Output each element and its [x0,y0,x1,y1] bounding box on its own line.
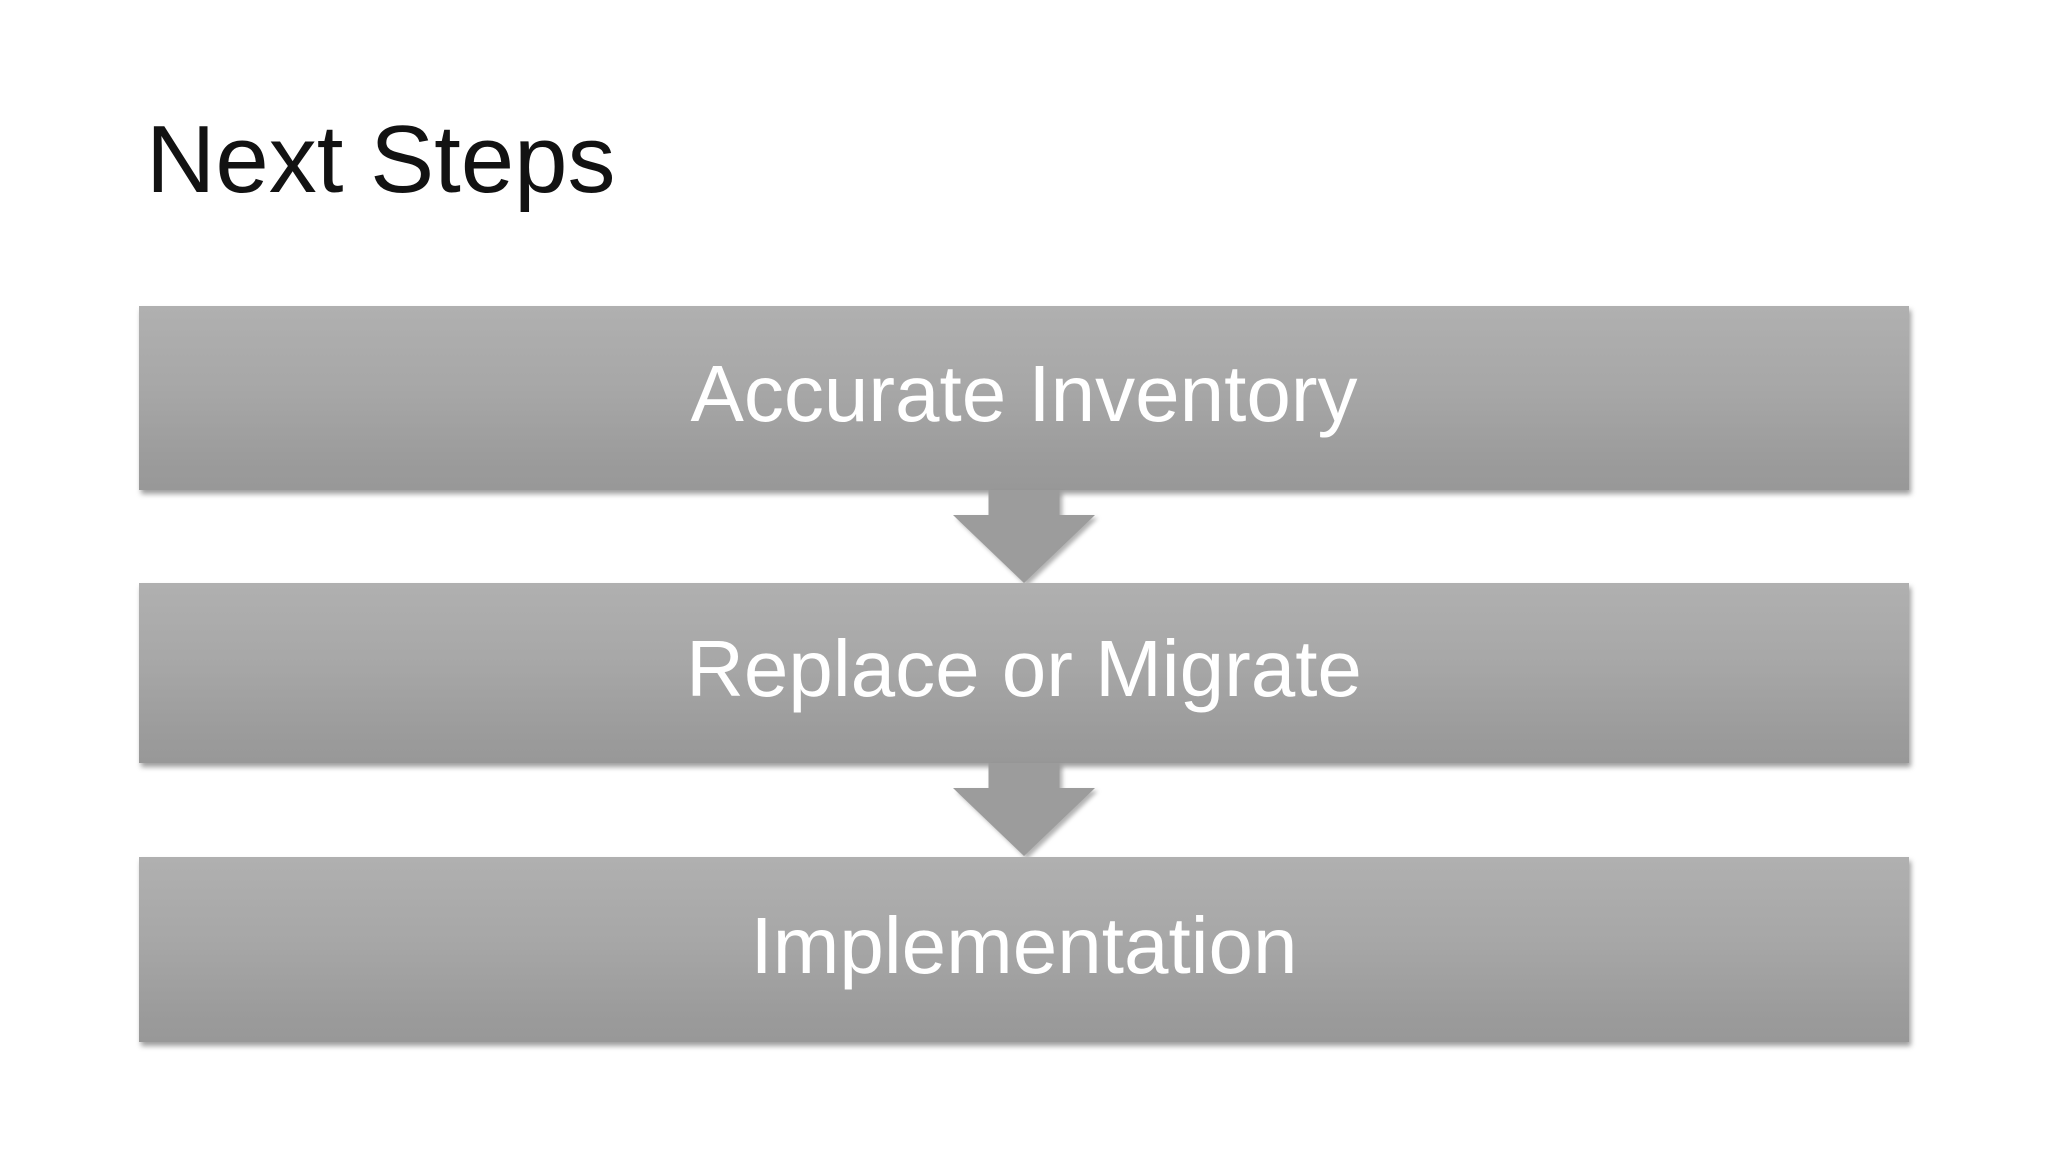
step-label: Replace or Migrate [686,624,1362,713]
page-title: Next Steps [146,106,616,213]
step-bar-accurate-inventory: Accurate Inventory [139,306,1909,490]
down-arrow-shape [953,763,1095,856]
step-bar-replace-or-migrate: Replace or Migrate [139,583,1909,763]
step-bar-implementation: Implementation [139,857,1909,1042]
down-arrow-icon [953,763,1095,857]
down-arrow-icon [953,490,1095,583]
step-label: Implementation [750,900,1298,990]
step-label: Accurate Inventory [690,349,1358,438]
down-arrow-shape [953,490,1095,583]
